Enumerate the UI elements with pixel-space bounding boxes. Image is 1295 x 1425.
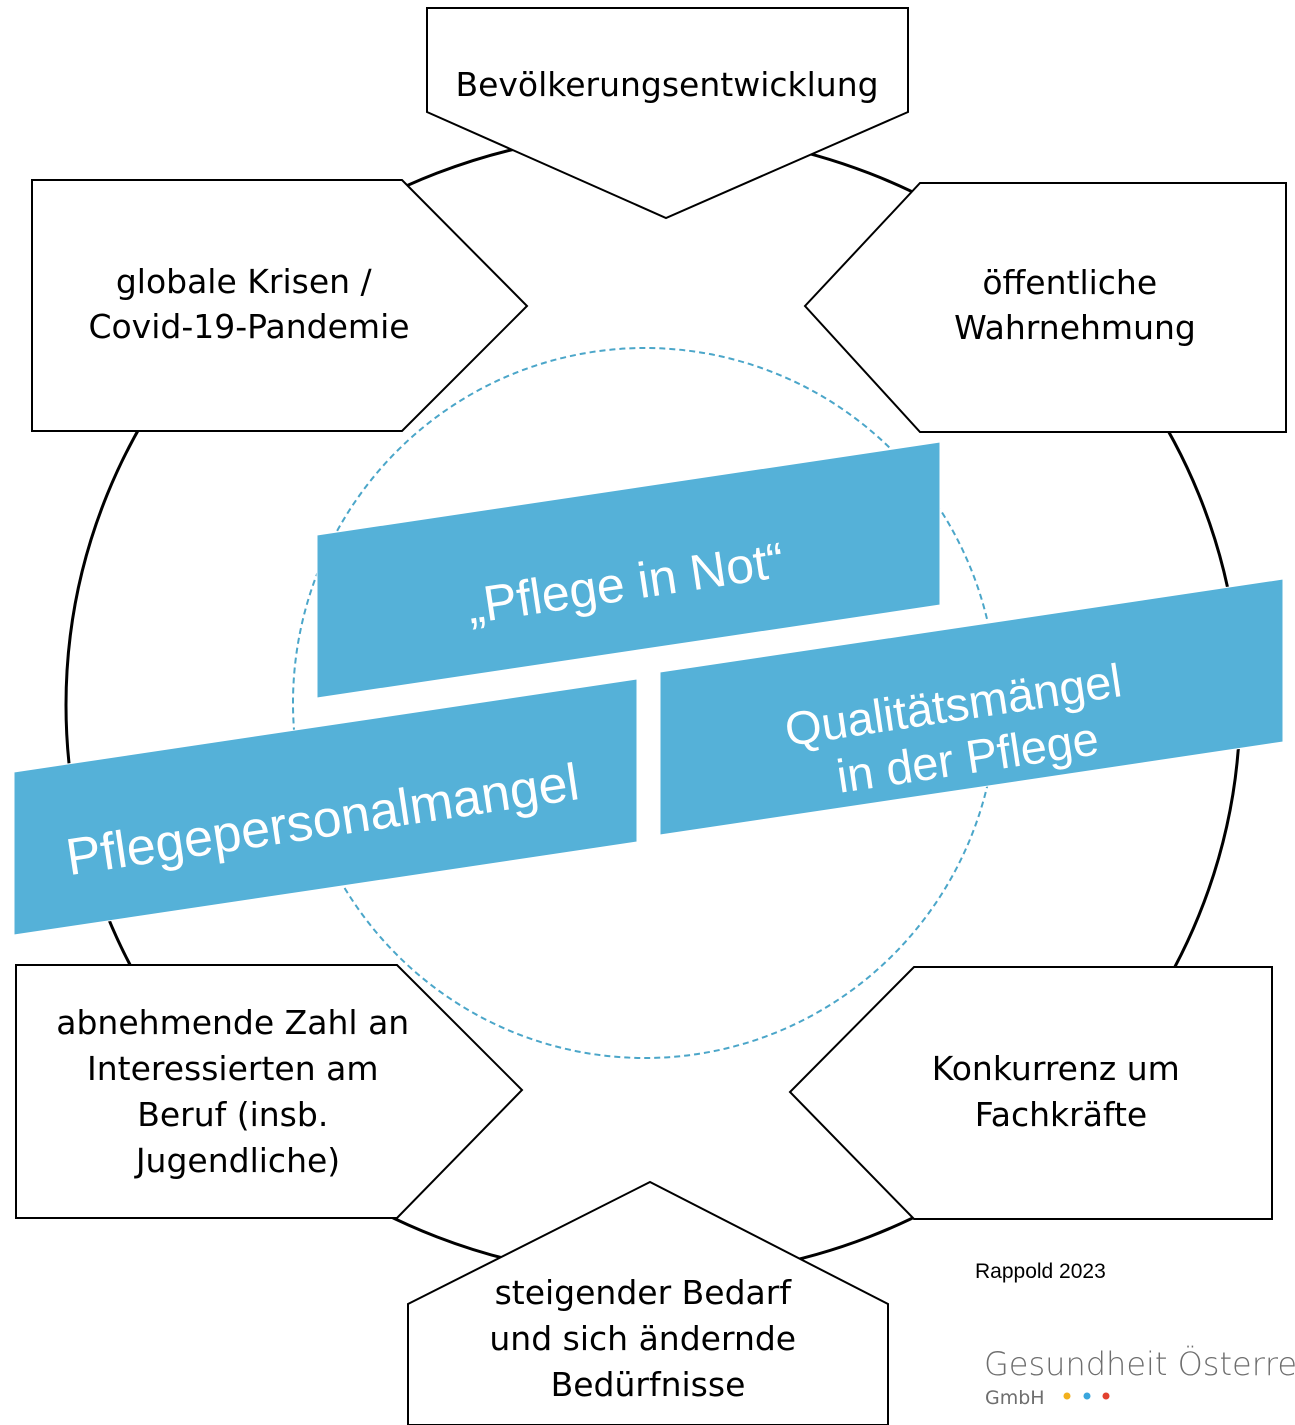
logo-name: Gesundheit Österreich (984, 1345, 1295, 1383)
factor-top-left-shape (31, 179, 529, 432)
credit-text: Rappold 2023 (975, 1260, 1106, 1283)
factor-top-right: öffentliche Wahrnehmung (803, 182, 1287, 433)
factor-top-text: Bevölkerungsentwicklung (455, 65, 878, 104)
factor-bottom-left: abnehmende Zahl an Interessierten am Ber… (15, 964, 524, 1219)
factor-top-shape (426, 7, 909, 220)
factor-bottom: steigender Bedarf und sich ändernde Bedü… (407, 1180, 889, 1425)
factor-top-left: globale Krisen / Covid-19-Pandemie (31, 179, 529, 432)
organisation-logo: Gesundheit Österreich GmbH (984, 1345, 1295, 1409)
band-qualitaet-shape (659, 578, 1284, 836)
factor-top-right-text: öffentliche Wahrnehmung (954, 263, 1196, 347)
factor-bottom-right-shape (788, 966, 1273, 1220)
factor-top-left-text: globale Krisen / Covid-19-Pandemie (88, 262, 409, 346)
factor-bottom-text: steigender Bedarf und sich ändernde Bedü… (489, 1273, 806, 1404)
factor-bottom-left-text: abnehmende Zahl an Interessierten am Ber… (56, 1003, 419, 1180)
band-pflege-in-not: „Pflege in Not“ (316, 441, 941, 699)
factor-bottom-right: Konkurrenz um Fachkräfte (788, 966, 1273, 1220)
factor-bottom-left-shape (15, 964, 524, 1219)
factor-top-right-shape (803, 182, 1287, 433)
band-personalmangel-shape (13, 678, 638, 936)
band-personalmangel: Pflegepersonalmangel (13, 678, 638, 936)
logo-sub: GmbH (985, 1387, 1045, 1409)
three-dots-icon (1063, 1392, 1110, 1400)
factor-bottom-right-text: Konkurrenz um Fachkräfte (932, 1049, 1191, 1134)
factor-bottom-shape (407, 1180, 889, 1425)
factor-top: Bevölkerungsentwicklung (426, 7, 909, 220)
band-qualitaet: Qualitätsmängel in der Pflege (659, 578, 1284, 836)
band-pflege-in-not-shape (316, 441, 941, 699)
